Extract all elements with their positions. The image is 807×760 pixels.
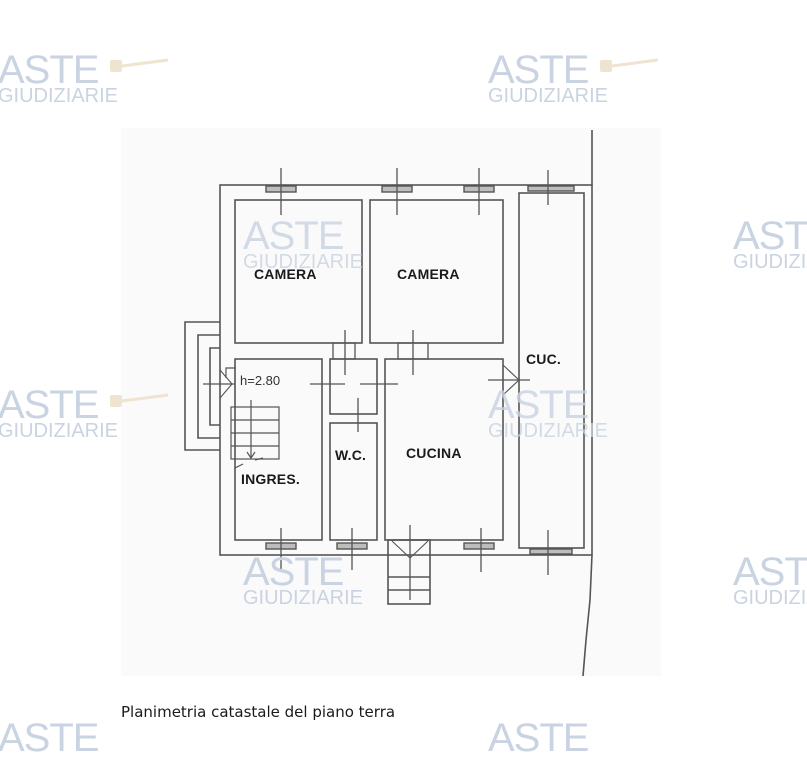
floor-plan-drawing — [184, 130, 593, 677]
room-label-ingresso: INGRES. — [241, 471, 300, 487]
ceiling-height-note: h=2.80 — [240, 373, 281, 388]
floor-plan-panel — [121, 128, 661, 676]
plan-caption: Planimetria catastale del piano terra — [121, 703, 396, 721]
room-label-cucina: CUCINA — [406, 445, 462, 461]
room-label-wc: W.C. — [335, 447, 367, 463]
room-label-camera-2: CAMERA — [397, 266, 460, 282]
room-label-cuc: CUC. — [526, 351, 562, 367]
room-label-camera-1: CAMERA — [254, 266, 317, 282]
